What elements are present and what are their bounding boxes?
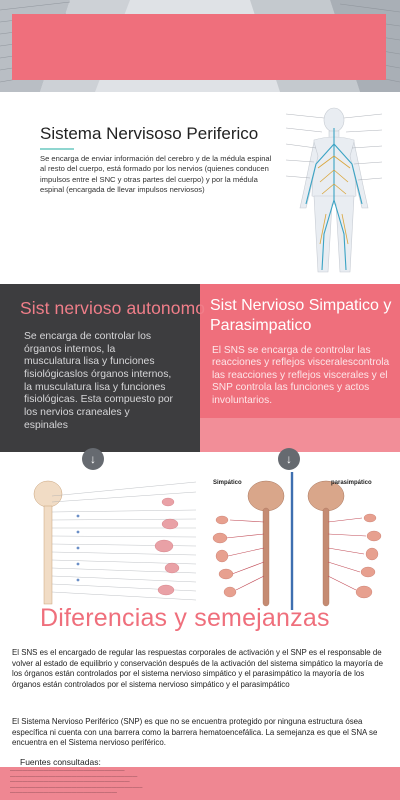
- hero-accent-band: [12, 14, 386, 80]
- source-line: ────────────────────────────────────────…: [10, 791, 117, 796]
- sympathetic-text: El SNS se encarga de controlar las reacc…: [212, 345, 390, 406]
- parasympathetic-label: parasimpático: [331, 480, 372, 486]
- autonomic-text: Se encarga de controlar los órganos inte…: [24, 331, 174, 431]
- source-line: ────────────────────────────────────────…: [10, 785, 143, 790]
- hero-banner: [0, 0, 400, 92]
- intro-text: Se encarga de enviar información del cer…: [40, 154, 272, 195]
- differences-title: Diferencias y semejanzas: [40, 604, 330, 632]
- source-line: ────────────────────────────────────────…: [10, 769, 125, 773]
- source-line: ────────────────────────────────────────…: [10, 774, 138, 779]
- sympathetic-panel-lower-band: [200, 418, 400, 452]
- sympathetic-title: Sist Nervioso Simpatico y Parasimpatico: [210, 297, 392, 335]
- intro-title: Sistema Nervisoso Periferico: [40, 124, 259, 143]
- differences-paragraph-2: El Sistema Nervioso Periférico (SNP) es …: [12, 717, 378, 748]
- differences-paragraph-1: El SNS es el encargado de regular las re…: [12, 648, 384, 689]
- sympathetic-parasympathetic-diagram: [206, 472, 396, 610]
- arrow-down-icon[interactable]: ↓: [278, 448, 300, 470]
- sources-band: [0, 767, 400, 800]
- source-line: ────────────────────────────────────────…: [10, 780, 130, 785]
- nervous-system-body-illustration: [285, 107, 383, 273]
- autonomic-title: Sist nervioso autonomo: [20, 298, 206, 318]
- sympathetic-label: Simpático: [213, 480, 242, 486]
- arrow-down-icon[interactable]: ↓: [82, 448, 104, 470]
- spinal-nerves-diagram: [18, 472, 200, 610]
- sources-title: Fuentes consultadas:: [20, 757, 101, 767]
- sources-list: ────────────────────────────────────────…: [10, 769, 395, 797]
- title-underline: [40, 148, 74, 150]
- autonomic-panel: [0, 284, 200, 452]
